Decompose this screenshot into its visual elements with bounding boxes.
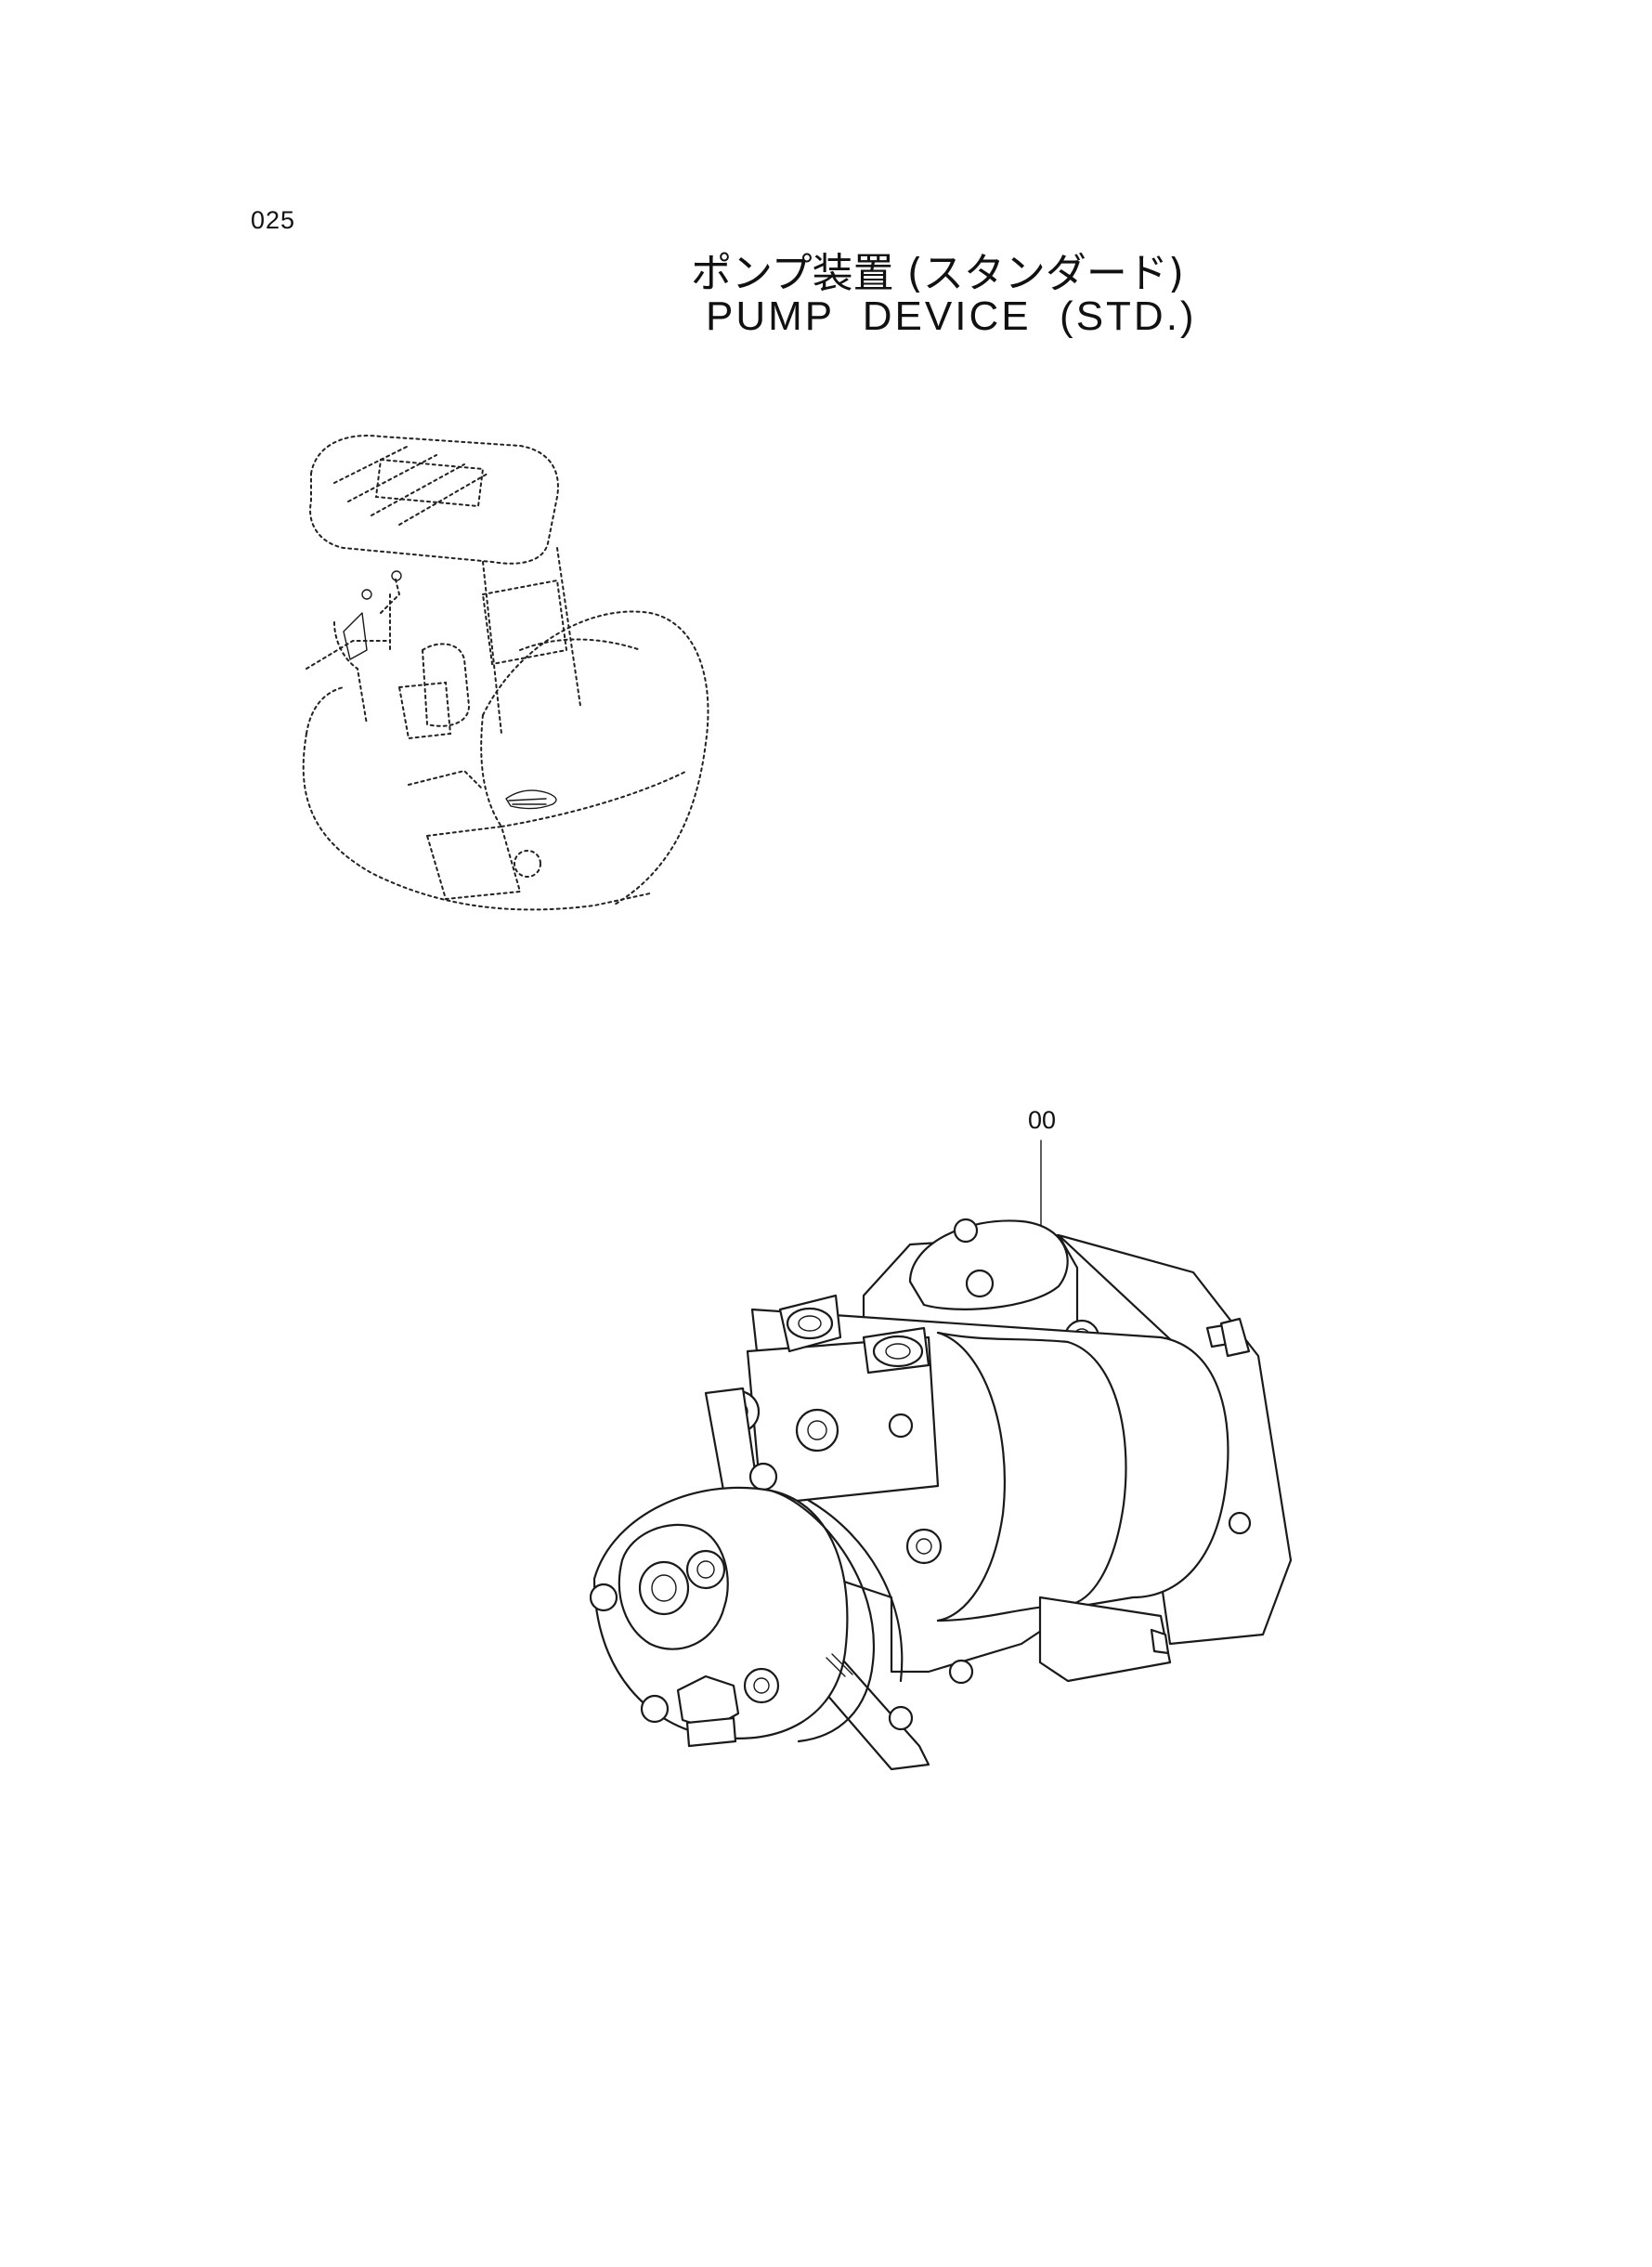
page-title-english: PUMP DEVICE (STD.) [706,293,1197,339]
page-title-japanese: ポンプ装置 (スタンダード) [691,250,1184,297]
excavator-locator-drawing [302,435,709,911]
callout-label: 00 [1028,1106,1056,1134]
pump-device-drawing [589,1140,1293,1771]
page-number: 025 [251,206,296,234]
